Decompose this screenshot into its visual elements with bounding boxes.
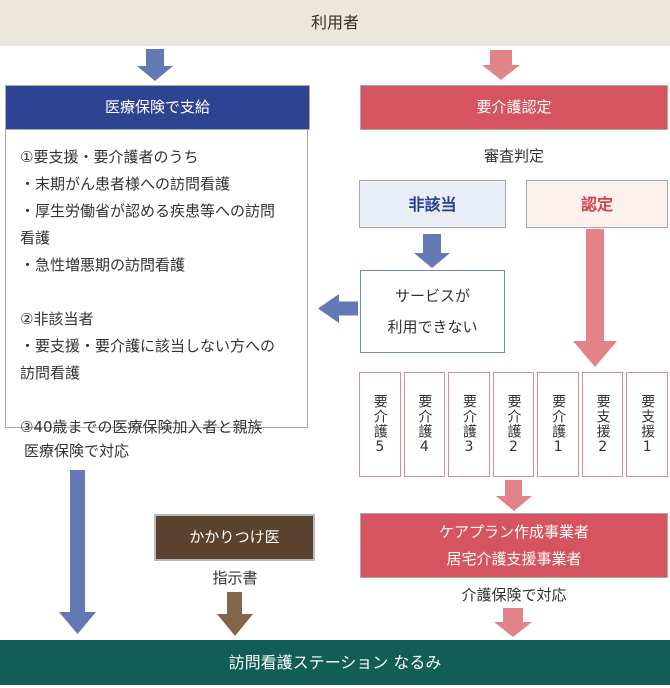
certified-box: 認定: [526, 180, 668, 228]
care-level-box: 要介護3: [448, 372, 490, 477]
left-arrow-icon-service: [318, 294, 358, 323]
medical-detail-line: [20, 387, 307, 414]
long-down-arrow-icon-medical: [59, 470, 96, 634]
service-unavailable-line1: サービスが: [394, 287, 470, 305]
medical-response-label: 医療保険で対応: [24, 442, 130, 460]
medical-insurance-header: 医療保険で支給: [5, 85, 310, 130]
station-bar: 訪問看護ステーション なるみ: [0, 640, 670, 685]
not-eligible-box: 非該当: [359, 180, 506, 228]
care-plan-line2: 居宅介護支援事業者: [446, 550, 582, 568]
medical-detail-line: ・厚生労働省が認める疾患等への訪問: [20, 202, 276, 220]
care-level-box: 要支援2: [581, 372, 624, 477]
care-level-row: 要介護5 要介護4 要介護3 要介護2 要介護1 要支援2 要支援1: [359, 372, 669, 477]
care-level-box: 要支援1: [626, 372, 669, 477]
service-unavailable-line2: 利用できない: [387, 318, 478, 336]
care-plan-line1: ケアプラン作成事業者: [438, 523, 589, 541]
family-doctor-label: かかりつけ医: [189, 528, 280, 546]
down-arrow-icon-not-eligible: [414, 234, 450, 268]
station-label: 訪問看護ステーション なるみ: [228, 653, 442, 672]
judgment-label: 審査判定: [483, 147, 544, 165]
care-level-box: 要介護5: [359, 372, 401, 477]
medical-detail-line: 訪問看護: [20, 364, 81, 382]
user-label: 利用者: [310, 13, 359, 32]
medical-insurance-header-label: 医療保険で支給: [104, 98, 210, 116]
long-down-arrow-icon-certified: [573, 229, 617, 367]
service-unavailable-box: サービスが 利用できない: [360, 270, 505, 353]
down-arrow-icon-to-careplan: [496, 480, 532, 511]
medical-detail-line: [20, 279, 307, 306]
care-level-box: 要介護4: [403, 372, 446, 477]
care-level-box: 要介護1: [537, 372, 579, 477]
family-doctor-box: かかりつけ医: [154, 514, 315, 561]
medical-detail-line: ・末期がん患者様への訪問看護: [20, 175, 231, 193]
medical-detail-line: ③40歳までの医療保険加入者と親族: [20, 418, 263, 436]
down-arrow-icon-doctor: [217, 592, 253, 636]
medical-detail-line: 看護: [20, 229, 51, 247]
care-level-box: 要介護2: [492, 372, 535, 477]
user-bar: 利用者: [0, 0, 670, 46]
medical-detail-line: ①要支援・要介護者のうち: [20, 148, 199, 166]
care-certification-header-label: 要介護認定: [476, 98, 552, 116]
medical-detail-box: ①要支援・要介護者のうち ・末期がん患者様への訪問看護 ・厚生労働省が認める疾患…: [5, 129, 308, 436]
care-certification-header: 要介護認定: [360, 85, 668, 130]
down-arrow-icon-care: [482, 50, 520, 80]
medical-detail-line: ・急性増悪期の訪問看護: [20, 256, 186, 274]
instruction-document-label: 指示書: [212, 569, 258, 587]
not-eligible-label: 非該当: [408, 195, 457, 214]
care-plan-box: ケアプラン作成事業者 居宅介護支援事業者: [360, 513, 668, 578]
medical-detail-line: ・要支援・要介護に該当しない方への: [20, 337, 276, 355]
care-insurance-response-label: 介護保険で対応: [461, 586, 567, 604]
medical-detail-line: ②非該当者: [20, 310, 94, 328]
down-arrow-icon-medical: [137, 49, 173, 81]
down-arrow-icon-to-station: [494, 608, 532, 637]
certified-label: 認定: [580, 195, 613, 214]
